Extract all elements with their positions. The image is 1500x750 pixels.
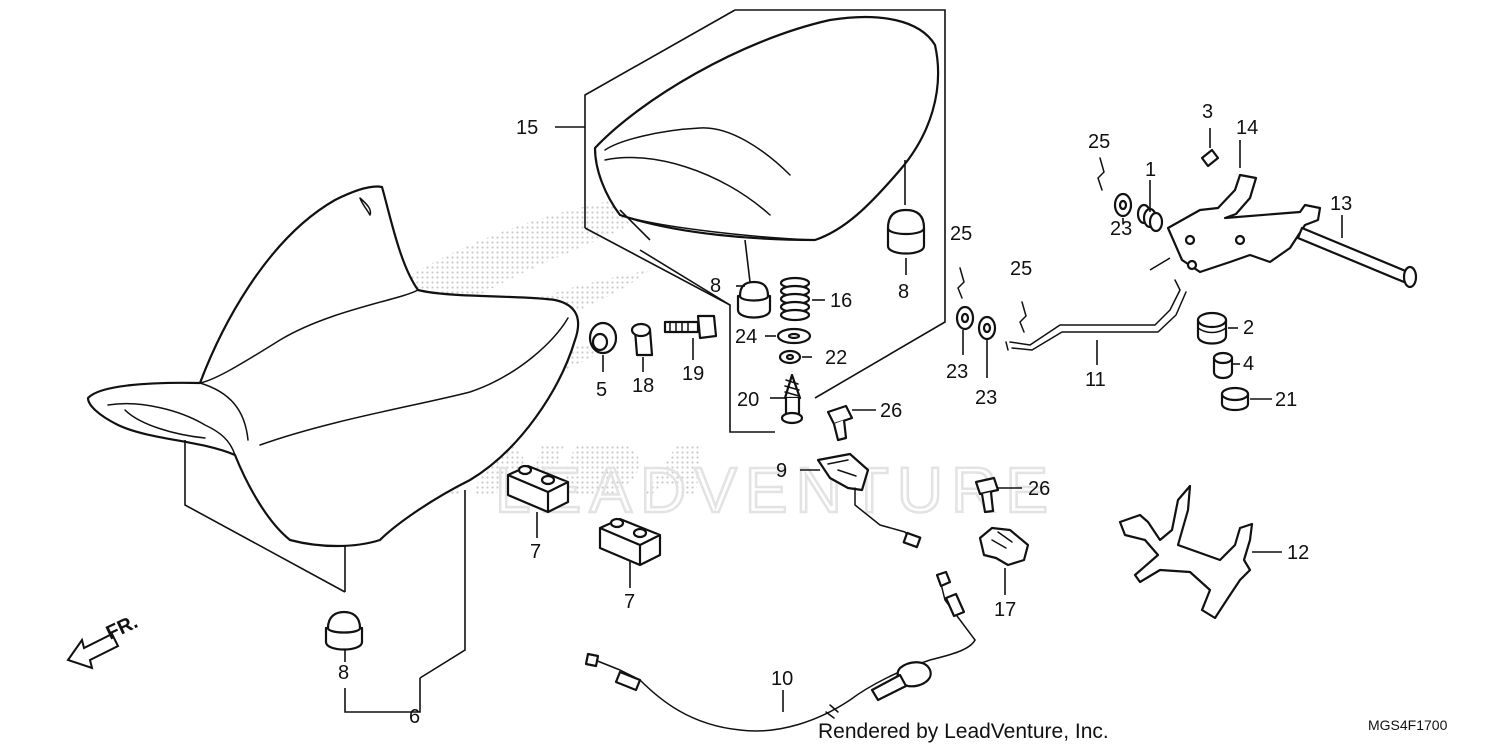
washer-23-right[interactable]: [977, 315, 997, 341]
hinge-bracket-14[interactable]: [1166, 173, 1322, 274]
callout-19: 19: [682, 363, 704, 385]
release-rod-11[interactable]: [1005, 279, 1187, 351]
seat-latch-17[interactable]: [978, 526, 1030, 567]
callout-20: 20: [737, 389, 759, 411]
callout-7-lower: 7: [624, 591, 635, 613]
seat-release-cable-10[interactable]: [584, 570, 976, 732]
callout-18: 18: [632, 375, 654, 397]
rubber-cushion-8-lower[interactable]: [324, 610, 364, 651]
callout-16: 16: [830, 290, 852, 312]
washer-23-upper[interactable]: [1113, 192, 1133, 218]
callout-15: 15: [516, 117, 538, 139]
collar-18[interactable]: [630, 322, 654, 357]
callout-11: 11: [1085, 369, 1106, 391]
callout-23-mid: 23: [946, 361, 968, 383]
callout-17: 17: [994, 599, 1016, 621]
bolt-26-upper[interactable]: [826, 404, 854, 442]
bolt-26-lower[interactable]: [974, 476, 1000, 514]
rubber-cushion-8-upper-right[interactable]: [886, 208, 926, 255]
callout-numbers: 3 14 25 1 13 23 15 25 25 8 8 16 2 24 22 …: [338, 101, 1352, 728]
callout-7-upper: 7: [530, 541, 541, 563]
callout-1: 1: [1145, 159, 1156, 181]
callout-2: 2: [1243, 317, 1254, 339]
washer-23-mid[interactable]: [955, 305, 975, 331]
callout-3: 3: [1202, 101, 1213, 123]
clip-25-right[interactable]: [1019, 301, 1027, 333]
clip-25-mid[interactable]: [957, 267, 965, 299]
front-direction-arrow-icon: FR.: [66, 611, 141, 670]
bolt-19[interactable]: [663, 314, 718, 340]
callout-26-lower: 26: [1028, 478, 1050, 500]
seat-latch-9[interactable]: [816, 452, 922, 549]
callout-21: 21: [1275, 389, 1297, 411]
callout-leaders: [602, 128, 1343, 712]
callout-25-upper: 25: [1088, 131, 1110, 153]
front-seat-part-6[interactable]: [86, 185, 580, 548]
rubber-cushion-8-middle[interactable]: [736, 280, 772, 319]
grommet-5[interactable]: [588, 321, 618, 355]
assembly-bracket-lines: [184, 9, 1171, 713]
spring-1[interactable]: [1136, 203, 1164, 233]
screw-20[interactable]: [780, 373, 804, 425]
callout-8-middle: 8: [710, 275, 721, 297]
callout-24: 24: [735, 326, 757, 348]
callout-23-right: 23: [975, 387, 997, 409]
watermark-text: LEADVENTURE: [495, 454, 1056, 526]
seat-bracket-12[interactable]: [1118, 484, 1254, 620]
clip-25-upper[interactable]: [1097, 157, 1105, 191]
callout-4: 4: [1243, 353, 1254, 375]
callout-25-mid: 25: [950, 223, 972, 245]
callout-26-upper: 26: [880, 400, 902, 422]
nut-21[interactable]: [1220, 386, 1250, 412]
hinge-pin-13[interactable]: [1296, 226, 1418, 289]
callout-12: 12: [1287, 542, 1309, 564]
render-credit: Rendered by LeadVenture, Inc.: [818, 720, 1109, 743]
callout-8-upper-right: 8: [898, 281, 909, 303]
block-7-upper[interactable]: [506, 464, 570, 514]
rear-seat-cowl-part-15[interactable]: [593, 15, 940, 242]
block-7-lower[interactable]: [598, 517, 662, 567]
callout-10: 10: [771, 668, 793, 690]
callout-22: 22: [825, 347, 847, 369]
callout-14: 14: [1236, 117, 1258, 139]
callout-8-lower: 8: [338, 662, 349, 684]
callout-9: 9: [776, 460, 787, 482]
spring-16[interactable]: [779, 276, 811, 322]
callout-13: 13: [1330, 193, 1352, 215]
callout-25-right: 25: [1010, 258, 1032, 280]
grommet-2[interactable]: [1196, 311, 1228, 345]
clip-3[interactable]: [1200, 148, 1220, 168]
callout-5: 5: [596, 379, 607, 401]
callout-6: 6: [409, 706, 420, 728]
washer-22[interactable]: [778, 349, 802, 365]
callout-23-upper: 23: [1110, 218, 1132, 240]
washer-24[interactable]: [776, 327, 812, 345]
collar-4[interactable]: [1212, 351, 1234, 380]
diagram-reference-code: MGS4F1700: [1368, 717, 1448, 733]
